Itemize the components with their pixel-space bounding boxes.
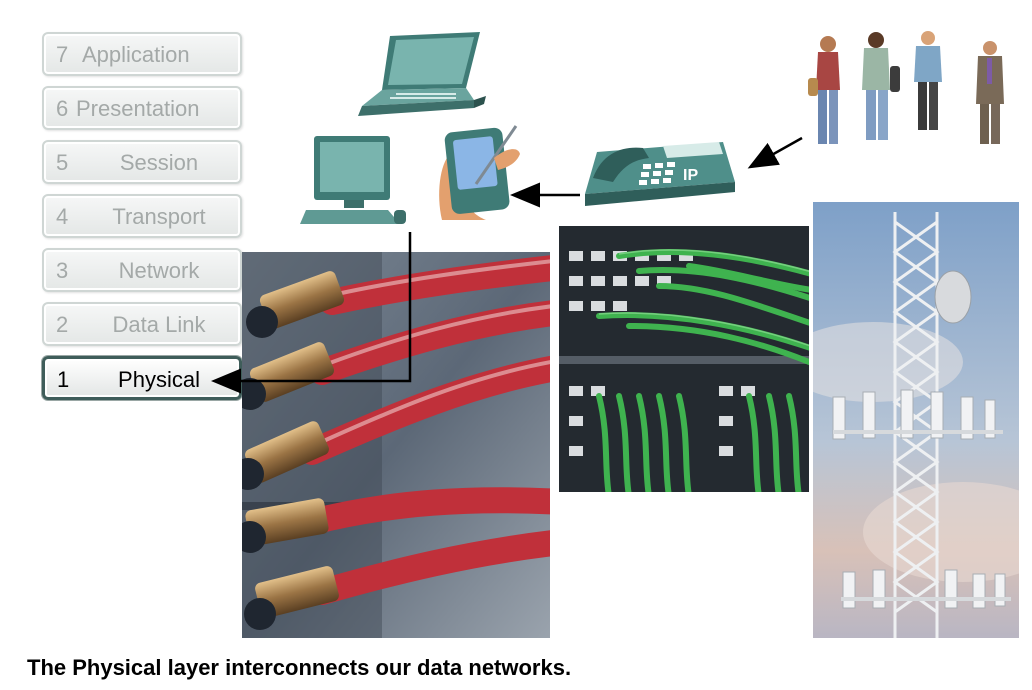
osi-layer-7[interactable]: 7 Application xyxy=(42,32,242,76)
layer-number: 3 xyxy=(56,258,69,283)
desktop-computer-icon xyxy=(300,134,408,226)
layer-name: Session xyxy=(119,150,199,175)
osi-layer-2[interactable]: 2 Data Link xyxy=(42,302,242,346)
computer-to-physical-arrow xyxy=(211,232,412,394)
osi-layer-3[interactable]: 3 Network xyxy=(42,248,242,292)
ip-phone-label: IP xyxy=(683,167,698,184)
osi-layer-4[interactable]: 4 Transport xyxy=(42,194,242,238)
cell-tower-photo xyxy=(813,202,1019,638)
layer-name: Physical xyxy=(118,367,200,392)
layer-number: 2 xyxy=(56,312,69,337)
layer-name: Presentation xyxy=(76,96,200,121)
ip-phone-icon: IP xyxy=(583,138,737,208)
laptop-icon xyxy=(356,30,486,118)
layer-number: 1 xyxy=(57,367,70,392)
people-to-phone-arrow xyxy=(747,136,803,169)
caption: The Physical layer interconnects our dat… xyxy=(27,655,572,680)
layer-name: Network xyxy=(118,258,200,283)
osi-layer-1[interactable]: 1 Physical xyxy=(42,356,242,400)
fiber-cables-photo xyxy=(242,252,550,638)
layer-number: 6 xyxy=(56,96,69,121)
patch-panel-photo xyxy=(559,226,809,492)
layer-name: Application xyxy=(82,42,190,67)
osi-layer-5[interactable]: 5 Session xyxy=(42,140,242,184)
layer-number: 5 xyxy=(56,150,69,175)
layer-number: 4 xyxy=(56,204,69,229)
people-icon xyxy=(806,26,1012,152)
layer-number: 7 xyxy=(56,42,69,67)
layer-name: Transport xyxy=(112,204,206,229)
layer-name: Data Link xyxy=(112,312,206,337)
osi-layer-6[interactable]: 6 Presentation xyxy=(42,86,242,130)
pda-icon xyxy=(436,124,520,226)
